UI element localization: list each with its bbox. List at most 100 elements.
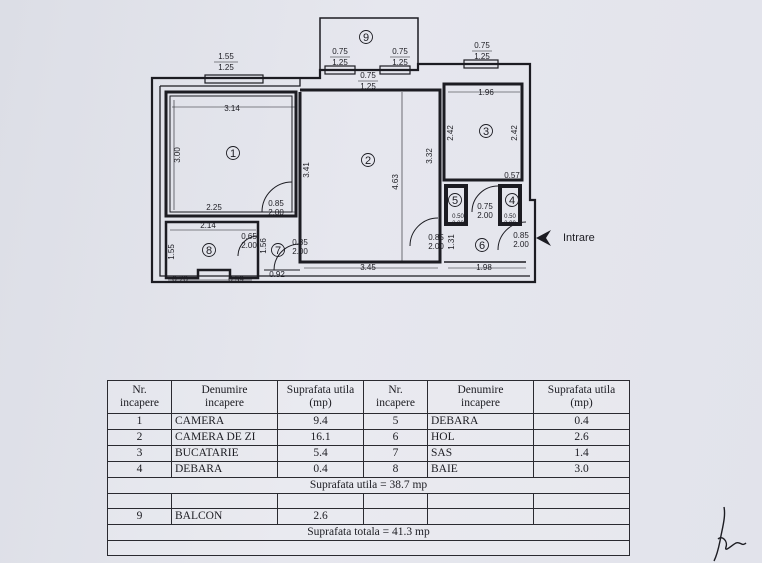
blank-row: [107, 493, 630, 509]
signature-mark: [713, 506, 747, 562]
dim-door-r4-w: 0.50: [504, 214, 516, 220]
cell: 4: [107, 461, 172, 478]
dim-top-mid2-h: 1.25: [392, 58, 408, 67]
header-denumire: Denumire incapere: [171, 380, 278, 414]
room-3-label: 3: [483, 126, 489, 138]
dim-r1-width: 3.14: [224, 104, 240, 113]
util-total-row: Suprafata utila = 38.7 mp: [107, 477, 630, 494]
cell: CAMERA DE ZI: [171, 429, 278, 446]
dim-door1-h: 2.00: [268, 208, 284, 217]
dim-top-mid1-w: 0.75: [332, 47, 348, 56]
cell: SAS: [427, 445, 534, 462]
cell: BALCON: [171, 508, 278, 525]
cell: 3.0: [533, 461, 630, 478]
cell: HOL: [427, 429, 534, 446]
cell: 2: [107, 429, 172, 446]
header-nr: Nr. incapere: [107, 380, 172, 414]
header-suprafata-2: Suprafata utila (mp): [533, 380, 630, 414]
cell: 2.6: [533, 429, 630, 446]
dim-top-mid3-h: 1.25: [360, 82, 376, 91]
room-5-label: 5: [452, 195, 458, 207]
entrance-arrow-icon: [536, 230, 551, 246]
dim-door-entry-h: 2.00: [513, 240, 529, 249]
dim-r2-h1: 3.41: [302, 162, 311, 178]
dim-r8-height: 1.55: [167, 244, 176, 260]
grand-total-row: Suprafata totala = 41.3 mp: [107, 524, 630, 541]
dim-door-r3-h: 2.00: [477, 211, 493, 220]
cell: 5: [363, 413, 428, 430]
cell: 1.4: [533, 445, 630, 462]
cell: 2.6: [277, 508, 364, 525]
dim-r2-h2: 4.63: [391, 174, 400, 190]
dim-r7-bottom: 0.92: [269, 270, 285, 279]
dim-r2-bottom: 3.45: [360, 263, 376, 272]
cell: 6: [363, 429, 428, 446]
dim-door-entry-w: 0.85: [513, 231, 529, 240]
dim-door-r8-w: 0.65: [241, 232, 257, 241]
dim-door-r8-h: 2.00: [241, 241, 257, 250]
dim-top-left-w: 1.55: [218, 52, 234, 61]
dim-r1-bottom: 2.25: [206, 203, 222, 212]
room-4-label: 4: [509, 195, 515, 207]
dim-r3-width: 1.96: [478, 88, 494, 97]
dim-top-mid2-w: 0.75: [392, 47, 408, 56]
dim-r6-bottom: 1.98: [476, 263, 492, 272]
table-row: 3 BUCATARIE 5.4 7 SAS 1.4: [107, 445, 630, 462]
dim-top-mid1-h: 1.25: [332, 58, 348, 67]
entrance-label: Intrare: [563, 232, 595, 244]
dim-door-l-h: 2.00: [428, 242, 444, 251]
dim-door-r7-h: 2.00: [292, 247, 308, 256]
cell: BAIE: [427, 461, 534, 478]
dim-door-r5-h: 2.00: [452, 221, 464, 227]
floor-plan: 1 2 3 4 5 6 7 8 9 1.55 1.25 0.75 1.25 0.…: [150, 17, 595, 284]
dim-r2-h3: 3.32: [425, 148, 434, 164]
dim-r8-b2: 0.59: [228, 275, 244, 284]
dim-top-mid3-w: 0.75: [360, 71, 376, 80]
dim-r6-side: 1.31: [447, 234, 456, 250]
cell: 0.4: [533, 413, 630, 430]
room-9-label: 9: [363, 32, 369, 44]
balcony-row: 9 BALCON 2.6: [107, 508, 630, 525]
dim-r8-b1: 0.70: [172, 275, 188, 284]
cell: BUCATARIE: [171, 445, 278, 462]
cell: 7: [363, 445, 428, 462]
cell: CAMERA: [171, 413, 278, 430]
cell: 5.4: [277, 445, 364, 462]
dim-door-r3-w: 0.75: [477, 202, 493, 211]
room-6-label: 6: [479, 240, 485, 252]
dim-door-r5-w: 0.50: [452, 214, 464, 220]
blank-row: [107, 540, 630, 556]
dim-top-right-w: 0.75: [474, 41, 490, 50]
table-row: 1 CAMERA 9.4 5 DEBARA 0.4: [107, 413, 630, 430]
dim-top-right-h: 1.25: [474, 52, 490, 61]
cell: 1: [107, 413, 172, 430]
cell: 9: [107, 508, 172, 525]
cell: 16.1: [277, 429, 364, 446]
dim-r1-height: 3.00: [173, 147, 182, 163]
dim-r8-width: 2.14: [200, 221, 216, 230]
cell: 0.4: [277, 461, 364, 478]
table-header-row: Nr. incapere Denumire incapere Suprafata…: [107, 380, 630, 414]
header-suprafata: Suprafata utila (mp): [277, 380, 364, 414]
grand-total: Suprafata totala = 41.3 mp: [107, 524, 630, 541]
header-nr-2: Nr. incapere: [363, 380, 428, 414]
dim-r3-h1: 2.42: [446, 125, 455, 141]
room-7-label: 7: [275, 245, 281, 257]
cell: 3: [107, 445, 172, 462]
table-row: 2 CAMERA DE ZI 16.1 6 HOL 2.6: [107, 429, 630, 446]
dim-r3-b: 0.57: [504, 171, 520, 180]
room-1-label: 1: [230, 148, 236, 160]
dim-door-r7-w: 0.85: [292, 238, 308, 247]
dim-door1-w: 0.85: [268, 199, 284, 208]
dim-door-r4-h: 2.00: [504, 221, 516, 227]
dim-r3-h2: 2.42: [510, 125, 519, 141]
dim-top-left-h: 1.25: [218, 63, 234, 72]
cell: DEBARA: [427, 413, 534, 430]
cell: 8: [363, 461, 428, 478]
area-table: Nr. incapere Denumire incapere Suprafata…: [107, 380, 630, 556]
util-total: Suprafata utila = 38.7 mp: [107, 477, 630, 494]
header-denumire-2: Denumire incapere: [427, 380, 534, 414]
table-row: 4 DEBARA 0.4 8 BAIE 3.0: [107, 461, 630, 478]
cell: DEBARA: [171, 461, 278, 478]
dim-r7-side: 1.56: [259, 238, 268, 254]
